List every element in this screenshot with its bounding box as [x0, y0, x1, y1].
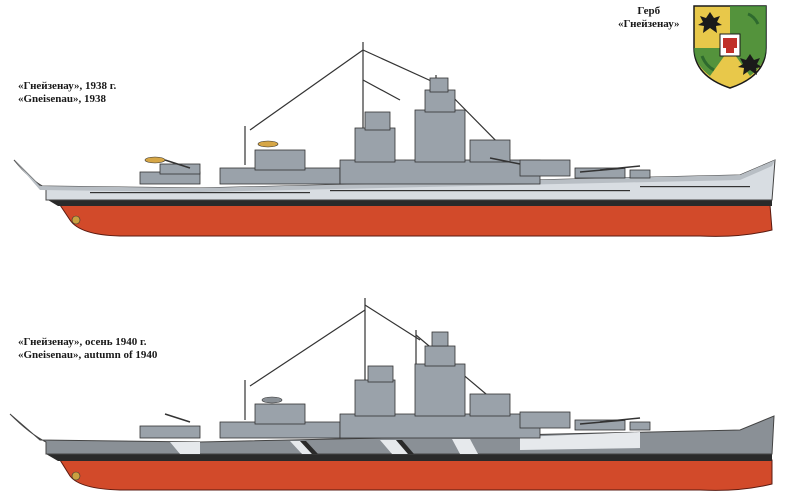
coat-of-arms-name: «Гнейзенау» — [618, 18, 680, 30]
coat-of-arms-label: Герб «Гнейзенау» — [618, 5, 680, 31]
coat-of-arms-icon — [693, 5, 767, 89]
ship-profile-1940 — [9, 298, 775, 491]
caption-1940-ru: «Гнейзенау», осень 1940 г. — [18, 336, 147, 348]
coat-of-arms-title: Герб — [637, 5, 661, 17]
ship-profile-1938 — [13, 42, 776, 237]
caption-1940: «Гнейзенау», осень 1940 г. «Gneisenau», … — [18, 336, 157, 362]
caption-1938-en: «Gneisenau», 1938 — [18, 93, 107, 105]
caption-1940-en: «Gneisenau», autumn of 1940 — [18, 349, 158, 361]
caption-1938-ru: «Гнейзенау», 1938 г. — [18, 80, 117, 92]
caption-1938: «Гнейзенау», 1938 г. «Gneisenau», 1938 — [18, 80, 116, 106]
